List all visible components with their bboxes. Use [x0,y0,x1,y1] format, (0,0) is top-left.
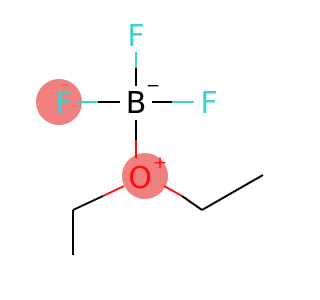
highlight-circle-oxygen [122,153,168,199]
oxygen-charge-label: + [153,153,167,173]
atom-oxygen: O [128,161,152,196]
bond-ethyl-right-methyl [201,174,264,211]
bond-oxygen-ethyl-right-near [163,185,183,197]
boron-charge-label: − [146,76,160,96]
atom-fluorine-top: F [127,19,144,54]
bond-oxygen-ethyl-left-near [102,185,125,197]
atom-fluorine-right: F [200,86,217,121]
atom-fluorine-left: F [55,86,72,121]
bond-oxygen-ethyl-right-far [181,195,203,211]
highlight-circle-fluorine [36,79,82,125]
bond-group [72,52,264,255]
bond-oxygen-ethyl-left-far [72,195,104,211]
molecule-structure-diagram: F F B − F O + [36,19,264,255]
atom-boron: B [126,86,147,121]
